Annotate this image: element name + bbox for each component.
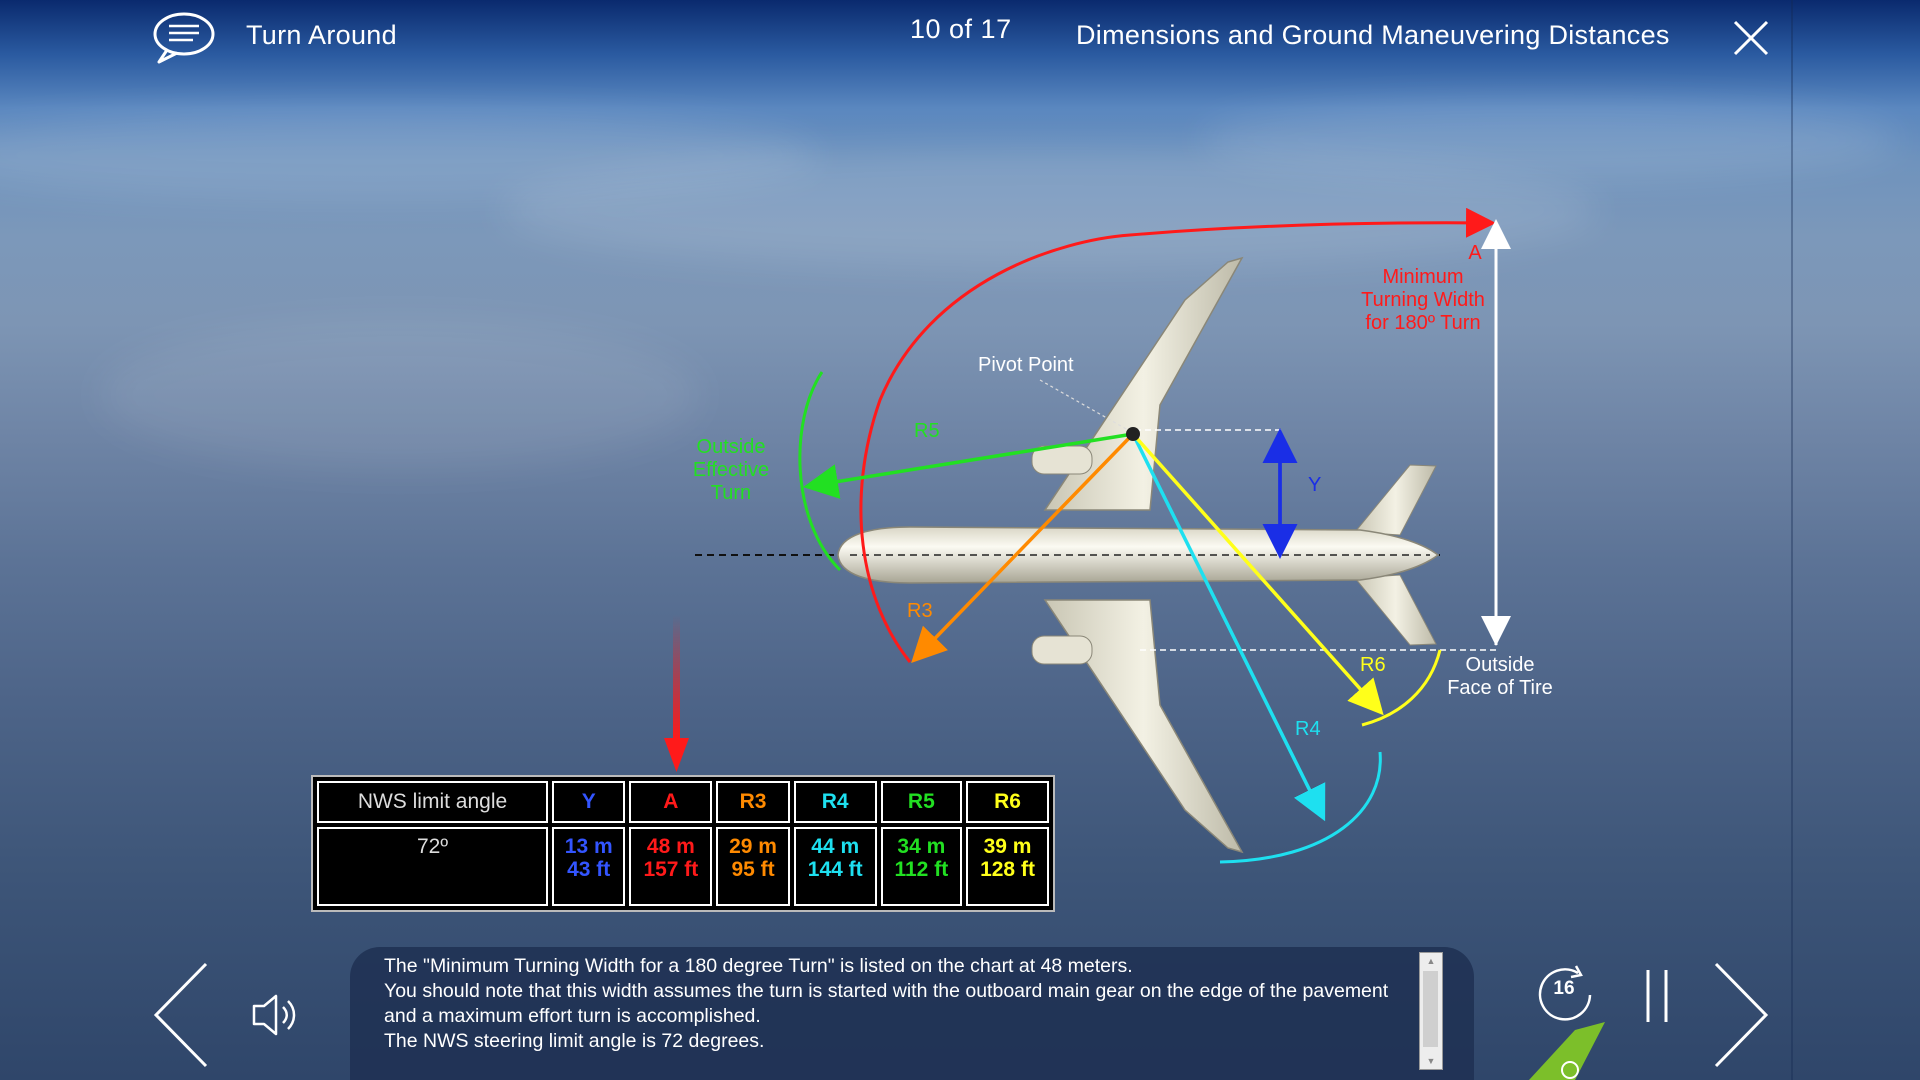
r5-label: R5 (914, 420, 940, 442)
pivot-point-marker (1126, 427, 1140, 441)
header-nws: NWS limit angle (317, 781, 548, 823)
header-a: A (629, 781, 713, 823)
airplane-icon (837, 256, 1440, 854)
next-arrow-icon[interactable] (1710, 960, 1772, 1070)
r5-arrow (803, 432, 1134, 499)
back-arrow-icon[interactable] (150, 960, 212, 1070)
cell-r6-m: 39 m (983, 835, 1032, 858)
chat-bubble-icon[interactable] (151, 10, 217, 66)
effective-turn-curve (798, 371, 842, 572)
close-icon[interactable] (1731, 18, 1771, 58)
narration-line: The NWS steering limit angle is 72 degre… (384, 1030, 765, 1052)
speaker-icon[interactable] (250, 990, 300, 1040)
narration-text: The "Minimum Turning Width for a 180 deg… (384, 954, 1404, 1054)
lesson-title: Turn Around (246, 20, 397, 50)
cell-a-ft: 157 ft (643, 858, 699, 881)
header-r3: R3 (716, 781, 790, 823)
cell-r5-m: 34 m (897, 835, 946, 858)
cell-r6-ft: 128 ft (980, 858, 1035, 881)
replay-seconds: 16 (1553, 978, 1575, 999)
header-y: Y (552, 781, 626, 823)
header-r5: R5 (880, 781, 963, 823)
scroll-down-icon[interactable]: ▼ (1426, 1056, 1436, 1066)
pause-icon[interactable] (1640, 968, 1676, 1024)
r6-curve (1361, 649, 1442, 727)
distances-table: NWS limit angle Y A R3 R4 R5 R6 72º 13 m… (311, 775, 1055, 912)
turning-width-curve (859, 207, 1496, 663)
a-label: A (1468, 242, 1482, 264)
cell-y-m: 13 m (564, 835, 613, 858)
narration-line: You should note that this width assumes … (384, 980, 1389, 1027)
scroll-up-icon[interactable]: ▲ (1426, 956, 1436, 966)
tail-logo-icon (1529, 1022, 1605, 1080)
r6-label: R6 (1360, 654, 1386, 676)
r4-curve (1219, 751, 1382, 864)
section-title: Dimensions and Ground Maneuvering Distan… (1076, 20, 1670, 50)
right-divider (1791, 0, 1793, 1080)
cell-r3-m: 29 m (729, 835, 777, 858)
cell-r3-ft: 95 ft (731, 858, 775, 881)
cell-r4-m: 44 m (811, 835, 860, 858)
r3-label: R3 (907, 600, 933, 622)
page-indicator: 10 of 17 (910, 14, 1012, 44)
r4-label: R4 (1295, 718, 1321, 740)
cell-r4-ft: 144 ft (807, 858, 863, 881)
header-r6: R6 (966, 781, 1049, 823)
narration-panel (350, 947, 1474, 1080)
cell-y-ft: 43 ft (567, 858, 611, 881)
outside-effective-turn-label: Outside Effective Turn (692, 436, 770, 504)
cell-r5-ft: 112 ft (894, 858, 949, 881)
replay-icon[interactable] (1532, 962, 1598, 1028)
y-label: Y (1308, 474, 1322, 496)
pivot-point-label: Pivot Point (978, 354, 1074, 376)
r6-arrow (1131, 432, 1384, 716)
outside-face-of-tire-label: Outside Face of Tire (1447, 654, 1553, 699)
narration-line: The "Minimum Turning Width for a 180 deg… (384, 955, 1133, 977)
cell-a-m: 48 m (646, 835, 695, 858)
top-bar: Turn Around 10 of 17 Dimensions and Grou… (0, 0, 1790, 78)
r3-arrow (911, 432, 1135, 664)
table-header-row: NWS limit angle Y A R3 R4 R5 R6 (317, 781, 1049, 823)
cell-angle: 72º (317, 827, 548, 906)
narration-scrollbar[interactable]: ▲ ▼ (1419, 952, 1443, 1070)
min-turning-width-label: Minimum Turning Width for 180º Turn (1361, 266, 1485, 334)
scroll-thumb[interactable] (1423, 971, 1438, 1047)
r4-arrow (1131, 433, 1326, 822)
indicator-arrow-icon (664, 738, 689, 772)
header-r4: R4 (793, 781, 877, 823)
